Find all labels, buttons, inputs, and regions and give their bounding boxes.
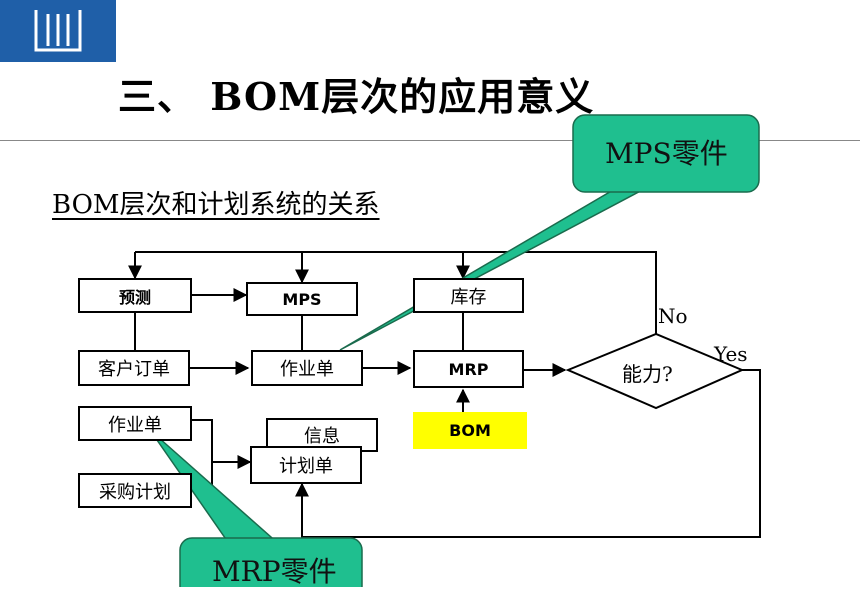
no-label: No <box>658 304 688 328</box>
node-work-order-left: 作业单 <box>78 406 192 441</box>
node-mrp: MRP <box>413 350 524 388</box>
callout-mps-box <box>572 114 760 193</box>
node-forecast: 预测 <box>78 278 192 313</box>
logo-mark-icon <box>34 10 82 52</box>
node-customer-order: 客户订单 <box>78 350 190 386</box>
node-purchase-plan: 采购计划 <box>78 473 192 508</box>
callout-mrp-box <box>179 537 363 587</box>
section-subtitle: BOM层次和计划系统的关系 <box>52 190 380 220</box>
node-mps: MPS <box>246 282 358 316</box>
yes-label: Yes <box>714 342 748 366</box>
node-bom: BOM <box>413 412 527 449</box>
callout-mps-pointer <box>339 185 651 351</box>
connector-workorder-left <box>192 419 213 490</box>
callout-mrp-text: MRP零件 <box>212 555 337 588</box>
page-title: 三、 BOM层次的应用意义 <box>118 74 595 119</box>
node-inventory: 库存 <box>413 278 524 313</box>
capacity-label: 能力? <box>622 362 673 386</box>
node-work-order: 作业单 <box>251 350 363 386</box>
node-plan-sheet: 计划单 <box>250 446 362 484</box>
title-divider <box>0 140 860 141</box>
callout-mps-text: MPS零件 <box>605 137 728 170</box>
connector-no-feedback <box>135 251 657 334</box>
logo <box>0 0 116 62</box>
capacity-diamond <box>565 332 745 410</box>
connector-yes-return <box>295 369 761 538</box>
